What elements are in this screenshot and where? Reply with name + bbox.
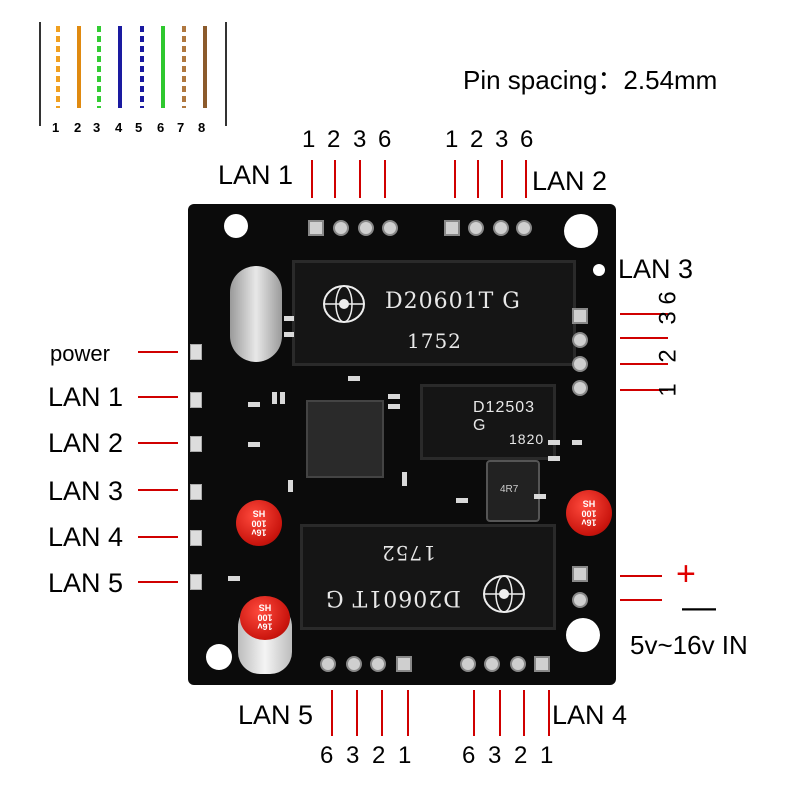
pcb-board: D20601T G 1752 D12503 G 1820 4R7 1752 D2… — [188, 204, 616, 685]
transformer-mid-part: D12503 G — [473, 399, 536, 434]
led-lan5 — [190, 574, 202, 590]
voltage-input-label: 5v~16v IN — [630, 630, 748, 660]
led-lan3 — [190, 484, 202, 500]
lan2-led-label: LAN 2 — [48, 428, 124, 458]
cable-pin-numbers: 1 2 3 4 5 6 7 8 — [52, 121, 222, 137]
bottom-right-pin-3: 3 — [488, 742, 502, 769]
cable-pin-5: 5 — [135, 120, 143, 135]
power-pin-minus — [572, 592, 588, 608]
main-chip — [306, 400, 384, 478]
bottom-right-pin-2: 2 — [514, 742, 528, 769]
inductor-marking: 4R7 — [500, 484, 519, 495]
lan4-led-label: LAN 4 — [48, 522, 124, 552]
led-lan1 — [190, 392, 202, 408]
right-pin-2: 2 — [654, 349, 682, 363]
j2-pin-3 — [484, 656, 500, 672]
globe-logo-icon — [323, 285, 365, 323]
led-lan4 — [190, 530, 202, 546]
right-pin-6: 6 — [654, 291, 682, 305]
top-left-pin-2: 2 — [327, 126, 341, 153]
lan3-right-label: LAN 3 — [618, 254, 694, 284]
mount-hole-bottom-right — [566, 618, 600, 652]
mount-hole-top-right — [564, 214, 598, 248]
top-right-pin-1: 1 — [445, 126, 459, 153]
bottom-left-pin-1: 1 — [398, 742, 412, 769]
top-right-pin-2: 2 — [470, 126, 484, 153]
capacitor-right: 16v 100 HS — [566, 490, 612, 536]
j4-pin-3 — [493, 220, 509, 236]
capacitor-left: 16v 100 HS — [236, 500, 282, 546]
capacitor-bottom: 16v 100 HS — [240, 596, 290, 640]
j4-pin-2 — [468, 220, 484, 236]
j5-pin-6 — [382, 220, 398, 236]
power-pin-plus — [572, 566, 588, 582]
bottom-left-pin-3: 3 — [346, 742, 360, 769]
led-lan2 — [190, 436, 202, 452]
lan3-led-label: LAN 3 — [48, 476, 124, 506]
pin-spacing-label: Pin spacing： — [463, 65, 624, 95]
transformer-mid: D12503 G 1820 — [420, 384, 556, 460]
cable-color-legend — [39, 22, 227, 126]
j1-pin-3 — [346, 656, 362, 672]
pin-spacing-note: Pin spacing：2.54mm — [463, 60, 717, 97]
mount-hole-top-left — [224, 214, 248, 238]
cable-pin-2: 2 — [74, 120, 82, 135]
j2-pin-6 — [460, 656, 476, 672]
transformer-top-part: D20601T G — [385, 289, 521, 314]
j4-pin-1 — [444, 220, 460, 236]
top-right-pin-3: 3 — [495, 126, 509, 153]
led-power — [190, 344, 202, 360]
j5-pin-2 — [333, 220, 349, 236]
lan5-led-label: LAN 5 — [48, 568, 124, 598]
j2-pin-1 — [534, 656, 550, 672]
lan2-top-label: LAN 2 — [532, 166, 608, 196]
j1-pin-6 — [320, 656, 336, 672]
j5-pin-1 — [308, 220, 324, 236]
j4-pin-6 — [516, 220, 532, 236]
j5-pin-3 — [358, 220, 374, 236]
globe-logo-icon — [483, 575, 525, 613]
right-pin-1: 1 — [654, 383, 682, 397]
lan5-bottom-label: LAN 5 — [238, 700, 314, 730]
j3-pin-2 — [572, 356, 588, 372]
lan1-top-label: LAN 1 — [218, 160, 294, 190]
transformer-top: D20601T G 1752 — [292, 260, 576, 366]
bottom-right-pin-6: 6 — [462, 742, 476, 769]
bottom-right-pin-1: 1 — [540, 742, 554, 769]
cable-pin-7: 7 — [177, 120, 185, 135]
j2-pin-2 — [510, 656, 526, 672]
power-plus-sign: + — [676, 555, 696, 593]
transformer-mid-date: 1820 — [509, 431, 545, 447]
lan1-led-label: LAN 1 — [48, 382, 124, 412]
cable-pin-1: 1 — [52, 120, 60, 135]
power-inductor: 4R7 — [486, 460, 540, 522]
bottom-left-pin-2: 2 — [372, 742, 386, 769]
transformer-bottom: 1752 D20601T G — [300, 524, 556, 630]
cable-pin-4: 4 — [115, 120, 123, 135]
crystal-oscillator — [230, 266, 282, 362]
transformer-top-date: 1752 — [407, 329, 462, 353]
small-hole — [593, 264, 605, 276]
j3-pin-6 — [572, 308, 588, 324]
cable-pin-6: 6 — [157, 120, 165, 135]
top-left-pin-1: 1 — [302, 126, 316, 153]
top-right-pin-6: 6 — [520, 126, 534, 153]
pin-spacing-value: 2.54mm — [623, 65, 718, 95]
j3-pin-3 — [572, 332, 588, 348]
top-left-pin-3: 3 — [353, 126, 367, 153]
j1-pin-1 — [396, 656, 412, 672]
right-pin-numbers: 3 6 2 1 — [655, 291, 692, 400]
bottom-left-pin-6: 6 — [320, 742, 334, 769]
top-left-pin-6: 6 — [378, 126, 392, 153]
power-minus-sign: — — [682, 588, 716, 626]
j3-pin-1 — [572, 380, 588, 396]
mount-hole-bottom-left — [206, 644, 232, 670]
cable-pin-3: 3 — [93, 120, 101, 135]
lan4-bottom-label: LAN 4 — [552, 700, 628, 730]
j1-pin-2 — [370, 656, 386, 672]
power-led-label: power — [50, 341, 110, 366]
right-pin-3: 3 — [654, 311, 682, 325]
cable-pin-8: 8 — [198, 120, 206, 135]
